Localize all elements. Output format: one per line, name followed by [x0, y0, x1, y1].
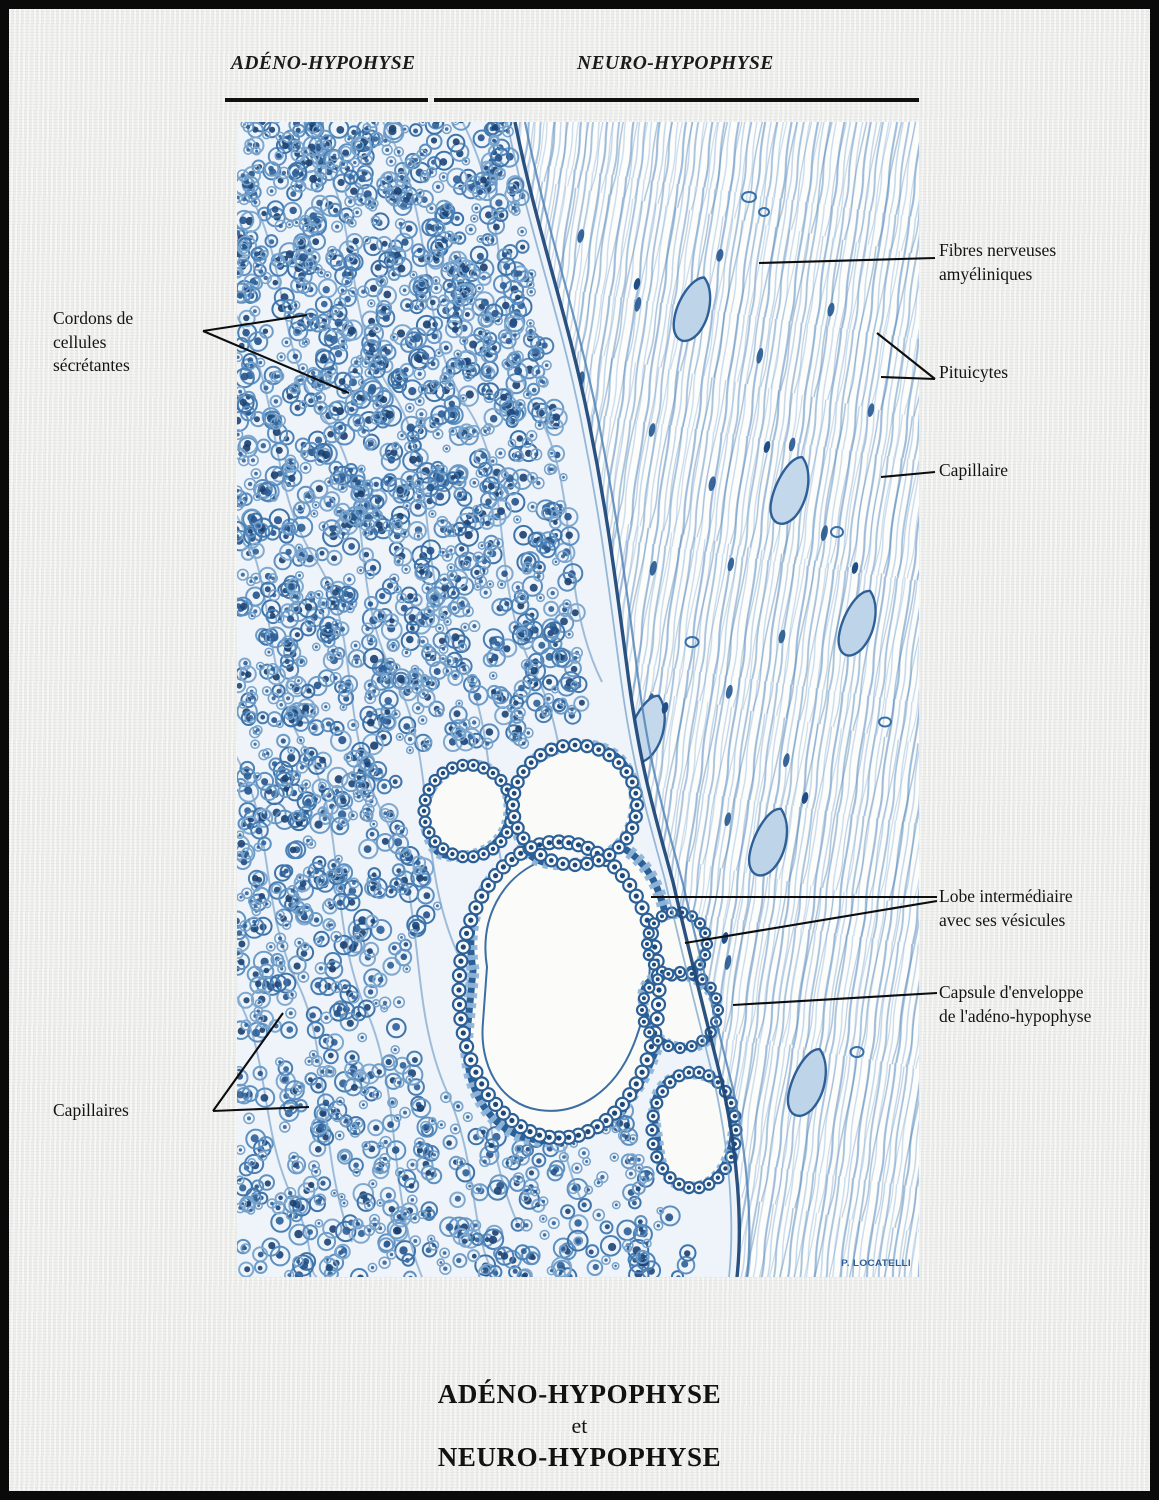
annotation-capsule-enveloppe: Capsule d'enveloppe de l'adéno-hypophyse [939, 982, 1092, 1026]
histology-svg [237, 122, 919, 1277]
histology-illustration: P. LOCATELLI [237, 122, 919, 1277]
annotation-pituicytes: Pituicytes [939, 362, 1009, 382]
annotation-lobe-intermediaire: Lobe intermédiaire avec ses vésicules [939, 886, 1073, 930]
plate-title-line3: NEURO-HYPOPHYSE [437, 1442, 722, 1473]
annotation-fibres-nerveuses-amyeliniques: Fibres nerveuses amyéliniques [939, 240, 1057, 284]
annotation-cordons-de-cellules-secretantes: Cordons de cellules sécrétantes [53, 308, 134, 376]
plate-title: ADÉNO-HYPOPHYSE et NEURO-HYPOPHYSE [9, 1377, 1150, 1475]
adenohypophysis-capsule [506, 122, 751, 1277]
artist-signature: P. LOCATELLI [841, 1258, 911, 1269]
header-rule-left [225, 98, 428, 102]
annotation-capillaire: Capillaire [939, 460, 1009, 480]
header-rule-right [434, 98, 919, 102]
annotation-capillaires: Capillaires [53, 1100, 129, 1120]
header-neurohypophyse: NEURO-HYPOPHYSE [577, 53, 774, 74]
plate-title-line1: ADÉNO-HYPOPHYSE [437, 1379, 722, 1409]
plate-title-conjunction: et [571, 1412, 588, 1438]
secretory-cells [237, 122, 697, 1277]
header-adenohypophyse: ADÉNO-HYPOHYSE [231, 53, 416, 74]
